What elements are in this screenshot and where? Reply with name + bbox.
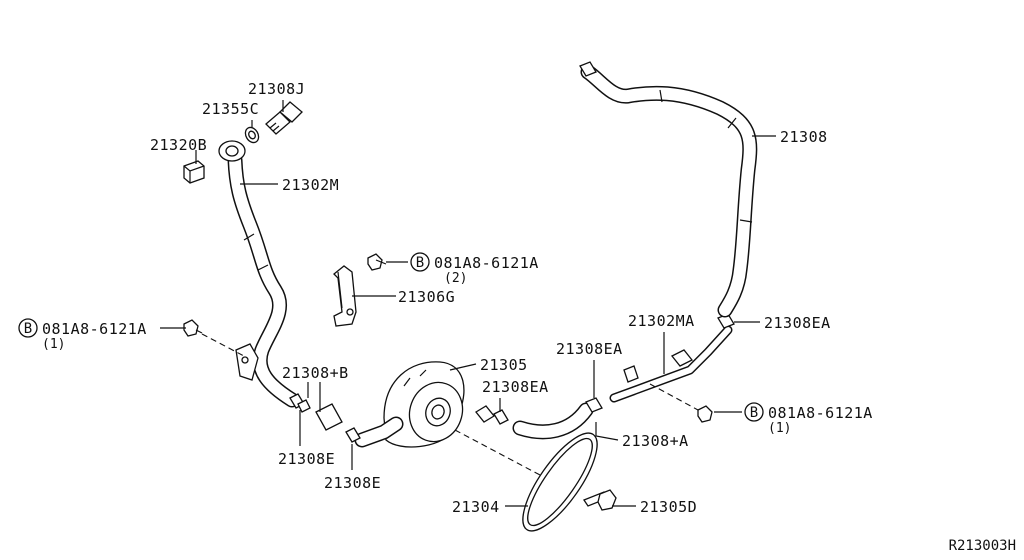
svg-text:B: B <box>24 321 32 337</box>
label-bolt-left-code: 081A8-6121A <box>42 320 147 338</box>
label-bolt-top-code: 081A8-6121A <box>434 254 539 272</box>
bolt-right-dashline <box>649 383 699 411</box>
label-bolt-top-qty: (2) <box>444 271 467 286</box>
bolt-left[interactable] <box>183 319 203 337</box>
label-21308b: 21308+B <box>282 364 349 382</box>
label-21302ma: 21302MA <box>628 312 695 330</box>
hose-21302m[interactable] <box>227 152 300 408</box>
short-hose-21308e[interactable] <box>354 416 404 448</box>
label-bolt-left-qty: (1) <box>42 337 65 352</box>
banjo-fitting <box>218 140 246 162</box>
clamp-21308ea-center[interactable] <box>475 405 509 425</box>
label-21306g: 21306G <box>398 288 455 306</box>
svg-text:B: B <box>750 405 758 421</box>
part-21308j-sensor[interactable] <box>265 101 303 135</box>
label-21355c: 21355C <box>202 100 259 118</box>
bolt-b-circle-right: B <box>744 402 764 422</box>
bolt-right[interactable] <box>697 405 713 423</box>
part-21305-oil-cooler[interactable] <box>383 361 471 449</box>
clamp-21308e-low[interactable] <box>345 427 361 443</box>
hose-21308[interactable] <box>580 64 758 318</box>
bolt-top[interactable] <box>367 253 387 271</box>
part-21320b-cap[interactable] <box>183 160 205 184</box>
clamp-21308e-left[interactable] <box>289 393 311 413</box>
part-21355c-washer[interactable] <box>243 125 261 145</box>
label-21305: 21305 <box>480 356 528 374</box>
label-bolt-right-code: 081A8-6121A <box>768 404 873 422</box>
label-21308a: 21308+A <box>622 432 689 450</box>
clamp-21308ea-mid[interactable] <box>585 397 603 413</box>
label-21308e-low: 21308E <box>324 474 381 492</box>
clamp-21308-top[interactable] <box>579 61 597 77</box>
svg-text:B: B <box>416 255 424 271</box>
label-21308ea-center: 21308EA <box>482 378 549 396</box>
bolt-b-circle-top: B <box>410 252 430 272</box>
part-21304-seal-ring[interactable] <box>510 423 609 541</box>
bolt-b-circle-left: B <box>18 318 38 338</box>
hose-bracket-left <box>235 343 259 381</box>
part-21306g-bracket[interactable] <box>333 265 357 327</box>
short-hose-21308b[interactable] <box>315 403 343 431</box>
label-21308j: 21308J <box>248 80 305 98</box>
label-21308: 21308 <box>780 128 828 146</box>
label-21320b: 21320B <box>150 136 207 154</box>
label-bolt-right-qty: (1) <box>768 421 791 436</box>
cooler-dashline <box>454 429 541 476</box>
label-21308e-left: 21308E <box>278 450 335 468</box>
bolt-left-dashline <box>201 333 245 357</box>
tube-21302ma[interactable] <box>609 325 733 403</box>
diagram-reference-code: R213003H <box>949 538 1016 554</box>
part-21305d-bolt[interactable] <box>583 489 617 511</box>
label-21305d: 21305D <box>640 498 697 516</box>
label-21302m: 21302M <box>282 176 339 194</box>
label-21308ea-mid: 21308EA <box>556 340 623 358</box>
leader-lines <box>160 100 776 507</box>
label-21304: 21304 <box>452 498 500 516</box>
short-hose-21308a[interactable] <box>512 402 594 440</box>
label-21308ea-right: 21308EA <box>764 314 831 332</box>
